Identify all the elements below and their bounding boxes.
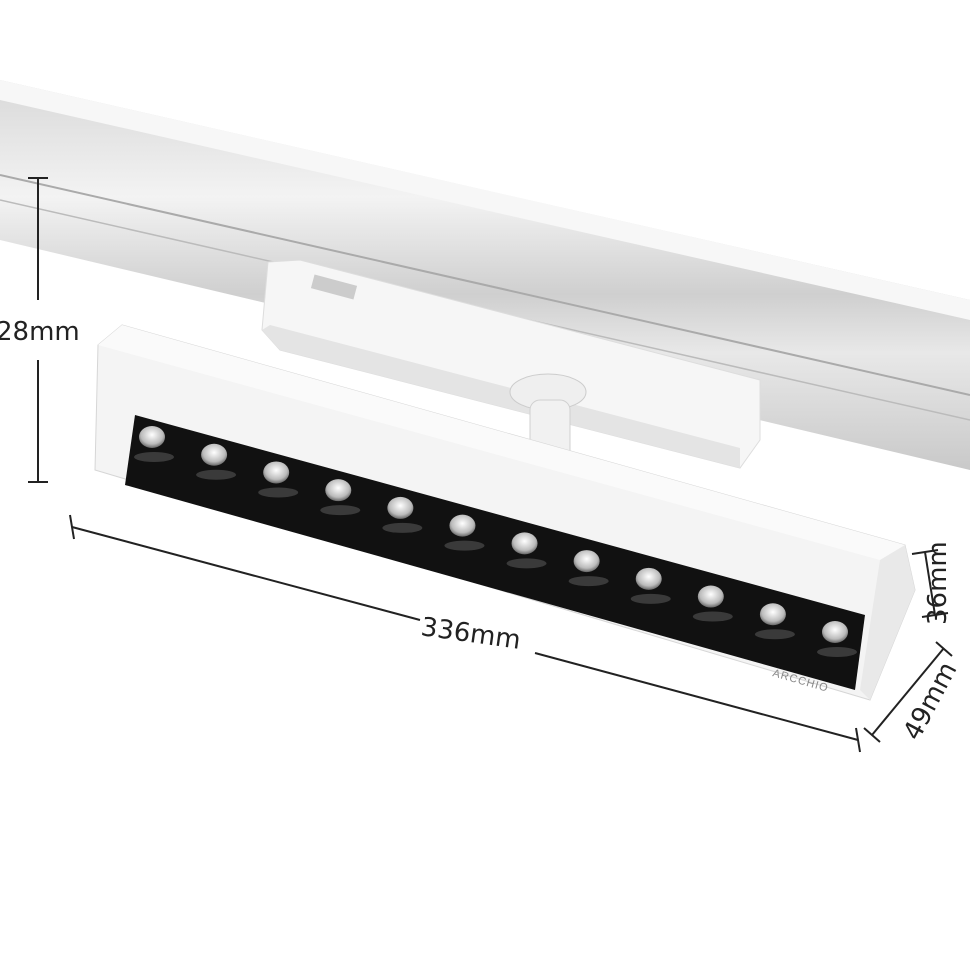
led-reflector — [754, 629, 795, 640]
led-lens — [635, 567, 662, 590]
led-lens — [139, 426, 165, 448]
led-reflector — [320, 505, 361, 516]
dimension-lines — [28, 177, 953, 753]
led-lens — [201, 443, 228, 466]
led-strip — [125, 415, 865, 690]
width-label: 49mm — [898, 657, 964, 745]
led-lens — [573, 550, 600, 573]
led-reflector — [258, 487, 299, 498]
height-label: 28mm — [0, 317, 80, 347]
led-lens — [325, 479, 352, 502]
led-lens — [449, 514, 476, 537]
led-reflector — [382, 522, 423, 533]
led-lens — [511, 532, 538, 555]
led-reflector — [692, 611, 733, 622]
led-lens — [263, 461, 290, 484]
led-lens — [759, 603, 786, 626]
led-reflector — [444, 540, 485, 551]
led-reflector — [506, 558, 547, 569]
led-reflector — [817, 647, 857, 657]
led-reflector — [630, 593, 671, 604]
depth-label: 36mm — [923, 541, 953, 625]
led-lens — [387, 496, 414, 519]
led-lens — [822, 621, 848, 643]
led-reflector — [196, 469, 237, 480]
led-reflector — [568, 576, 609, 587]
led-lens — [697, 585, 724, 608]
led-reflector — [134, 452, 174, 462]
length-label: 336mm — [419, 612, 522, 656]
